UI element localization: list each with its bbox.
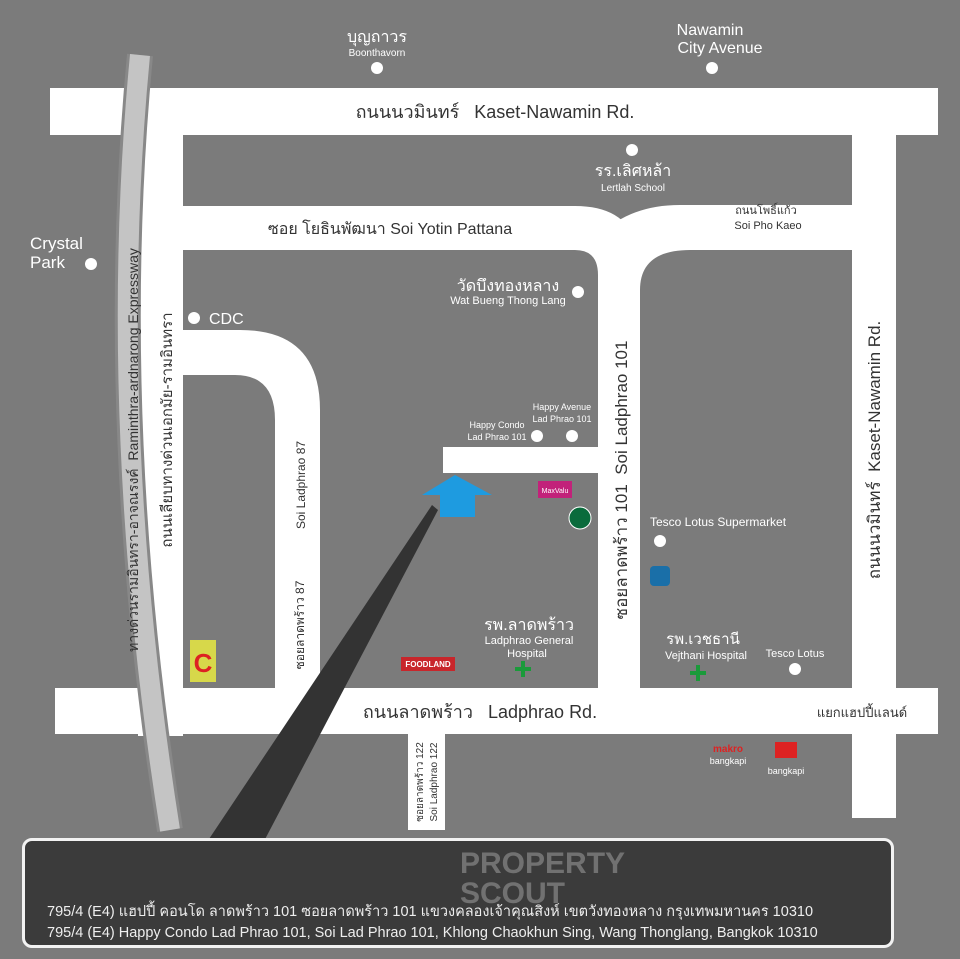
- label-crystal-1: Crystal: [30, 234, 83, 253]
- label-soi-yotin: ซอย โยธินพัฒนา Soi Yotin Pattana: [268, 219, 512, 238]
- wat-dot: [572, 286, 584, 298]
- road-ladphrao: [55, 688, 938, 734]
- foodland-logo: [401, 657, 455, 671]
- crystal-park-dot: [85, 258, 97, 270]
- label-tesco-super: Tesco Lotus Supermarket: [650, 515, 787, 529]
- address-english: 795/4 (E4) Happy Condo Lad Phrao 101, So…: [47, 925, 818, 941]
- location-pointer: [205, 505, 438, 845]
- label-boonthavorn-en: Boonthavorn: [349, 48, 406, 59]
- label-pho-kaeo-th: ถนนโพธิ์แก้ว: [735, 202, 797, 217]
- label-crystal-2: Park: [30, 253, 65, 272]
- label-hosp-ladphrao-en2: Hospital: [507, 648, 547, 660]
- address-thai: 795/4 (E4) แฮปปี้ คอนโด ลาดพร้าว 101 ซอย…: [47, 904, 814, 920]
- hospital-icon: [690, 665, 706, 681]
- address-box: PROPERTY SCOUT 795/4 (E4) แฮปปี้ คอนโด ล…: [22, 838, 894, 948]
- tesco-lotus-dot: [789, 663, 801, 675]
- label-pho-kaeo-en: Soi Pho Kaeo: [734, 220, 801, 232]
- location-marker-icon[interactable]: [422, 475, 492, 517]
- bigc-logo: [190, 640, 216, 682]
- makro-logo: makro: [713, 744, 743, 755]
- roads: [50, 88, 938, 830]
- bigc-logo-text: C: [194, 648, 213, 678]
- label-soi-122-en: Soi Ladphrao 122: [429, 742, 440, 821]
- label-vejthani-th: รพ.เวชธานี: [666, 631, 740, 648]
- label-soi-101: ซอยลาดพร้าว 101 Soi Ladphrao 101: [612, 341, 631, 620]
- maxvalu-logo-text: MaxValu: [542, 488, 569, 495]
- label-lertlah-th: รร.เลิศหล้า: [595, 162, 671, 180]
- expressway: [117, 54, 180, 832]
- label-wat-en: Wat Bueng Thong Lang: [450, 295, 566, 307]
- hospital-icons: [515, 661, 706, 681]
- label-vejthani-en: Vejthani Hospital: [665, 650, 747, 662]
- label-nawamin-city-1: Nawamin: [677, 22, 744, 39]
- starbucks-logo: [568, 506, 592, 530]
- label-hosp-ladphrao-th: รพ.ลาดพร้าว: [484, 616, 574, 634]
- happy-condo-dot: [531, 430, 543, 442]
- label-kaset-nawamin-right: ถนนนวมินทร์ Kaset-Nawamin Rd.: [865, 321, 884, 579]
- label-expressway: ทางด่วนรามอินทรา-อาจณรงค์ Raminthra-ardn…: [125, 248, 141, 652]
- label-lertlah-en: Lertlah School: [601, 183, 665, 194]
- label-nawamin-city-2: City Avenue: [677, 40, 762, 57]
- road-soi-ladphrao-122: [408, 733, 445, 830]
- propertyscout-watermark: PROPERTY SCOUT: [360, 849, 625, 909]
- foodland-logo-text: FOODLAND: [405, 660, 451, 669]
- cdc-dot: [188, 312, 200, 324]
- nawamin-city-dot: [706, 62, 718, 74]
- hospital-icon: [515, 661, 531, 677]
- label-wat-th: วัดบึงทองหลาง: [457, 278, 559, 295]
- homepro-sub: bangkapi: [768, 766, 805, 776]
- label-happy-avenue-2: Lad Phrao 101: [532, 414, 591, 424]
- makro-sub: bangkapi: [710, 756, 747, 766]
- label-soi-87-en: Soi Ladphrao 87: [294, 441, 308, 529]
- tesco-lotus-logo: [650, 566, 670, 586]
- lertlah-dot: [626, 144, 638, 156]
- label-hosp-ladphrao-en1: Ladphrao General: [485, 635, 574, 647]
- tesco-super-dot: [654, 535, 666, 547]
- label-left-road: ถนนเลียบทางด่วนเอกมัย-รามอินทรา: [159, 312, 176, 547]
- road-soi-pho-kaeo: [600, 205, 852, 290]
- label-happyland: แยกแฮปปี้แลนด์: [817, 703, 907, 720]
- label-tesco-lotus: Tesco Lotus: [766, 648, 825, 660]
- label-happy-condo-1: Happy Condo: [469, 420, 524, 430]
- label-soi-87-th: ซอยลาดพร้าว 87: [293, 580, 307, 669]
- maxvalu-logo: [538, 481, 572, 498]
- road-soi-yotin-101: [182, 206, 640, 688]
- road-kaset-nawamin-top: [50, 88, 938, 135]
- homepro-logo: [775, 742, 797, 758]
- label-boonthavorn-th: บุญถาวร: [347, 29, 407, 47]
- label-kaset-nawamin-top: ถนนนวมินทร์ Kaset-Nawamin Rd.: [356, 102, 635, 122]
- boonthavorn-dot: [371, 62, 383, 74]
- label-ladphrao: ถนนลาดพร้าว Ladphrao Rd.: [363, 702, 597, 722]
- happy-avenue-dot: [566, 430, 578, 442]
- road-soi-ladphrao-87: [182, 330, 320, 688]
- label-soi-122-th: ซอยลาดพร้าว 122: [414, 742, 426, 822]
- label-cdc: CDC: [209, 311, 244, 328]
- watermark-line2: SCOUT: [460, 877, 565, 910]
- label-happy-avenue-1: Happy Avenue: [533, 402, 591, 412]
- place-dots: [85, 62, 801, 675]
- label-happy-condo-2: Lad Phrao 101: [467, 432, 526, 442]
- road-stub: [443, 447, 600, 473]
- watermark-line1: PROPERTY: [460, 847, 626, 880]
